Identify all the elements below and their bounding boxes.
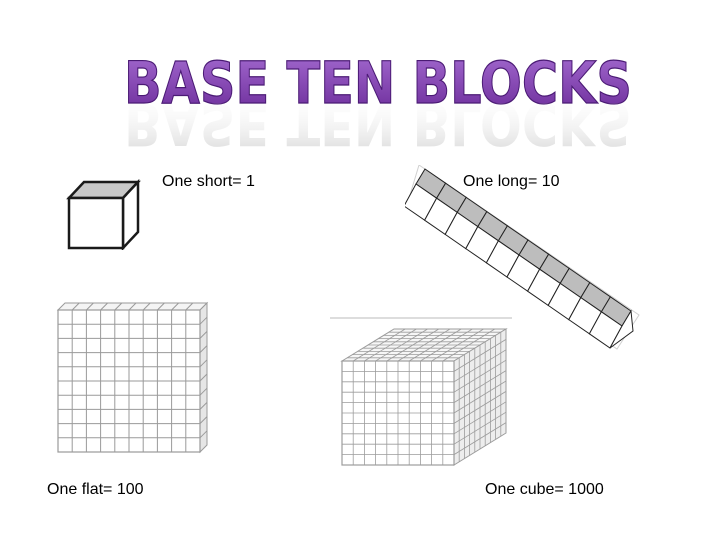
thousand-cube-icon (340, 328, 508, 466)
ten-rod-icon (405, 165, 640, 350)
title-area: BASE TEN BLOCKS BASE TEN BLOCKS (0, 0, 728, 150)
cube-separator-line (330, 317, 512, 319)
flat-label: One flat= 100 (47, 481, 144, 498)
cube-label: One cube= 1000 (485, 481, 604, 498)
short-label: One short= 1 (162, 173, 255, 190)
slide-title: BASE TEN BLOCKS (124, 49, 632, 117)
title-graphic: BASE TEN BLOCKS BASE TEN BLOCKS (123, 48, 632, 150)
ten-rod-end-cap (609, 309, 634, 349)
long-label: One long= 10 (463, 173, 560, 190)
unit-cube-front (67, 196, 125, 250)
unit-cube-icon (66, 178, 141, 250)
slide-title-reflection: BASE TEN BLOCKS (124, 90, 632, 150)
hundred-flat-icon (56, 301, 209, 454)
